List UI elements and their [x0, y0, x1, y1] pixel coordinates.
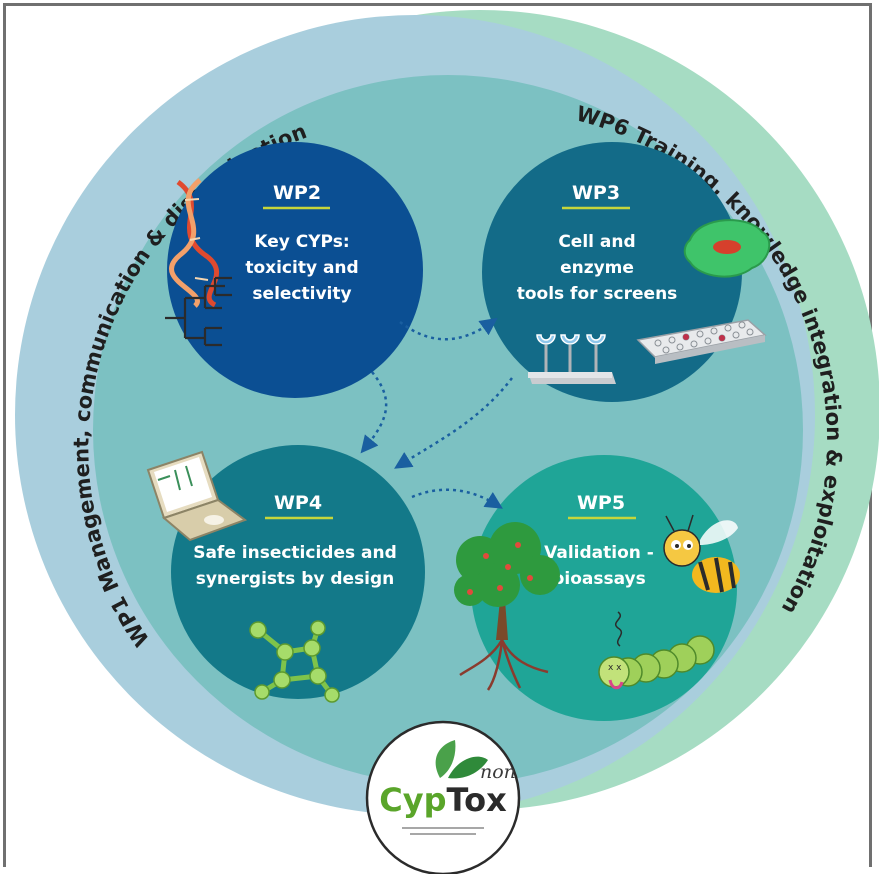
wp4-line-2: synergists by design	[196, 569, 395, 589]
wp5-line-1: Validation -	[544, 543, 654, 563]
wp2-line-2: toxicity and	[245, 258, 358, 278]
wp2-node: WP2 Key CYPs: toxicity and selectivity	[165, 142, 423, 398]
wp4-title: WP4	[274, 492, 322, 514]
wp5-title: WP5	[577, 492, 625, 514]
arrow-wp4-to-wp5	[411, 488, 503, 509]
wp3-line-1: Cell and	[558, 232, 635, 252]
phylogenetic-tree-icon	[165, 276, 232, 347]
logo-wordmark: CypTox	[379, 781, 507, 819]
logo-cyp: Cyp	[379, 781, 446, 819]
noncyptox-logo: non CypTox	[365, 720, 521, 874]
laptop-icon	[146, 450, 248, 542]
wp4-node: WP4 Safe insecticides and synergists by …	[146, 445, 425, 703]
dna-helix-icon	[169, 178, 220, 308]
flow-arrows	[360, 317, 513, 509]
wp3-title: WP3	[572, 182, 620, 204]
receptor-array-icon	[528, 334, 616, 384]
wp2-circle	[167, 142, 423, 398]
bee-icon	[663, 514, 740, 593]
wp3-line-2: enzyme	[560, 258, 634, 278]
svg-text:x x: x x	[608, 663, 622, 673]
wp3-line-3: tools for screens	[517, 284, 678, 304]
arrow-wp2-to-wp3	[399, 317, 498, 341]
leaf-icon	[435, 740, 488, 779]
wp2-line-1: Key CYPs:	[254, 232, 349, 252]
logo-prefix: non	[480, 761, 516, 783]
wp3-node: WP3 Cell and enzyme tools for screens	[482, 142, 771, 402]
caterpillar-icon: x x	[598, 611, 715, 690]
wp4-circle	[171, 445, 425, 699]
logo-tox: Tox	[447, 781, 508, 819]
wp5-node: WP5 Validation - bioassays	[454, 455, 740, 721]
tree-icon	[454, 522, 560, 691]
cell-icon	[683, 219, 771, 278]
arrow-wp3-to-wp4	[394, 377, 513, 469]
wp2-title: WP2	[273, 182, 321, 204]
molecule-atoms	[249, 620, 340, 703]
arrow-wp2-to-wp4	[360, 371, 388, 454]
microplate-icon	[636, 319, 767, 364]
wp5-line-2: bioassays	[552, 569, 646, 589]
wp4-line-1: Safe insecticides and	[193, 543, 397, 563]
wp2-line-3: selectivity	[252, 284, 351, 304]
